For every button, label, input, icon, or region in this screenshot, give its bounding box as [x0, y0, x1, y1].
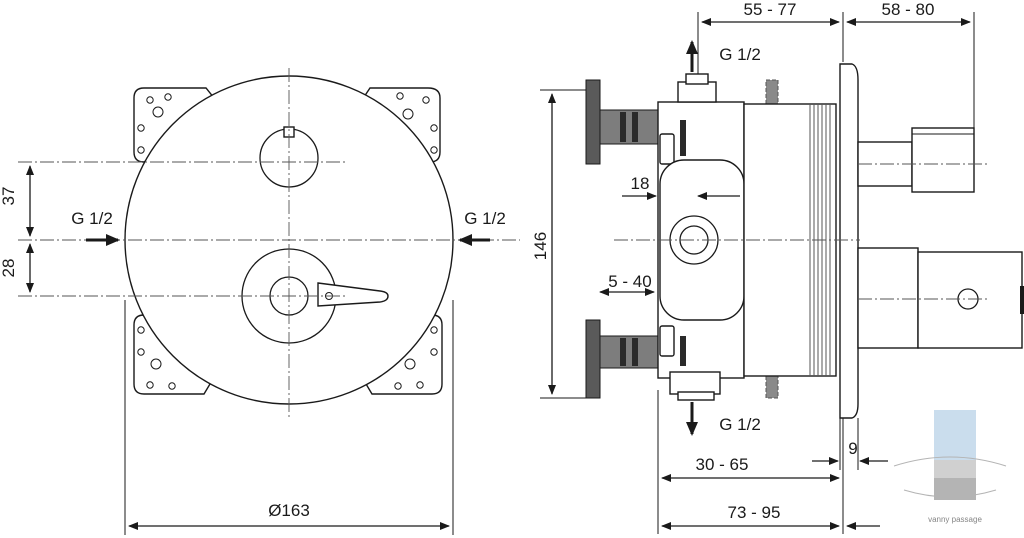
- dim-bottom-offset: 28: [0, 259, 18, 278]
- left-bracket-bottom: [585, 319, 601, 399]
- dim-depth-top: 55 - 77: [744, 0, 797, 19]
- dim-total-depth: 73 - 95: [728, 503, 781, 522]
- dim-plate-thickness: 9: [848, 439, 857, 458]
- dim-handle-projection: 58 - 80: [882, 0, 935, 19]
- inlet-left-label: G 1/2: [71, 209, 113, 228]
- diameter-label: Ø163: [268, 501, 310, 520]
- watermark-logo: vanny passage: [893, 410, 1007, 524]
- front-view: 37 28 G 1/2 G 1/2 Ø163: [0, 68, 520, 535]
- dim-top-offset: 37: [0, 187, 18, 206]
- dim-body-depth: 30 - 65: [696, 455, 749, 474]
- outlet-bottom-label: G 1/2: [719, 415, 761, 434]
- dim-wall-range: 5 - 40: [608, 272, 651, 291]
- cover-plate-profile: [839, 63, 859, 419]
- outlet-top-label: G 1/2: [719, 45, 761, 64]
- side-view: 55 - 77 58 - 80 G 1/2 G 1/2: [531, 0, 1024, 534]
- left-bracket-top: [585, 79, 601, 165]
- inlet-right-label: G 1/2: [464, 209, 506, 228]
- lever-body: [857, 247, 919, 349]
- dim-port-offset: 18: [631, 174, 650, 193]
- dim-height: 146: [531, 232, 550, 260]
- watermark-brand: vanny passage: [928, 515, 982, 524]
